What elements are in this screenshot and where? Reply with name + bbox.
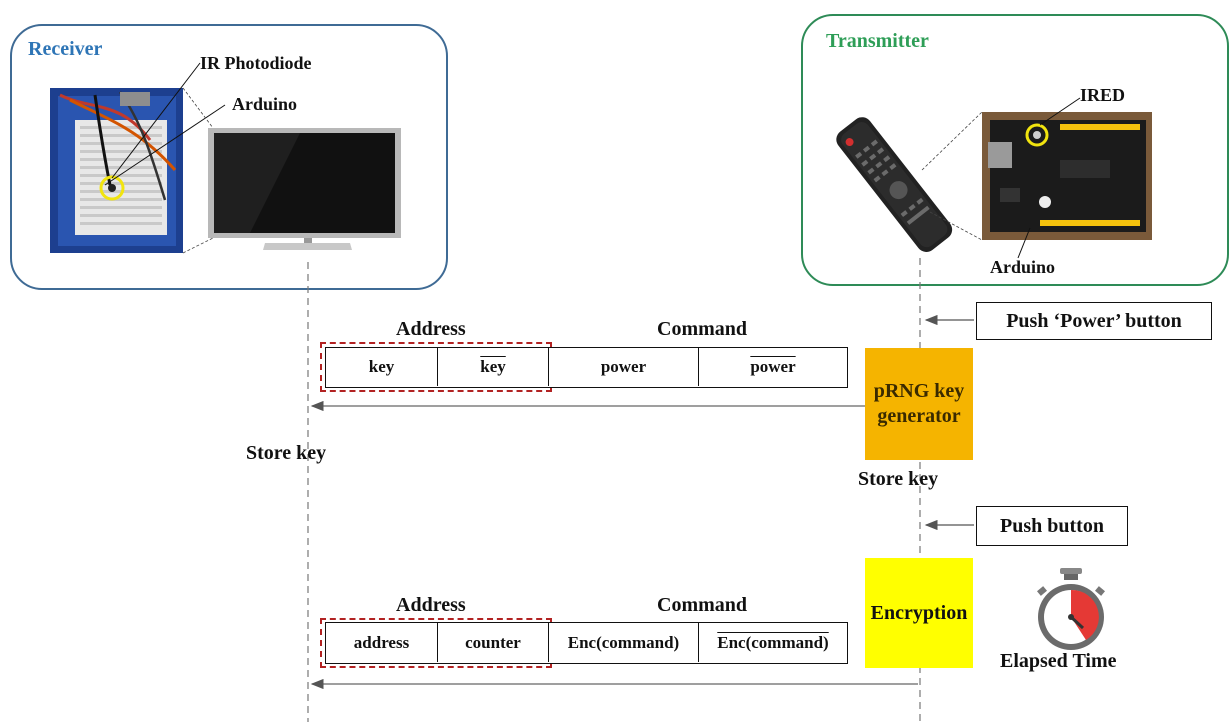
receiver-panel: [10, 24, 448, 290]
transmitter-title: Transmitter: [826, 30, 929, 52]
elapsed-time-label: Elapsed Time: [1000, 650, 1117, 672]
push-button-box: Push button: [976, 506, 1128, 546]
push-power-button-box: Push ‘Power’ button: [976, 302, 1212, 340]
encryption-label: Encryption: [870, 601, 968, 624]
frame2-packet: address counter Enc(command) Enc(command…: [325, 622, 848, 664]
frame1-command-label: Command: [657, 318, 748, 340]
stopwatch-icon: [1037, 568, 1105, 650]
frame1-cell-power: power: [548, 348, 698, 386]
prng-key-generator-box: pRNG key generator: [865, 348, 973, 460]
frame2-cell-enc-command: Enc(command): [548, 623, 698, 662]
frame2-command-label: Command: [657, 594, 748, 616]
encryption-box: Encryption: [865, 558, 973, 668]
frame2-cell-counter: counter: [437, 623, 548, 662]
transmitter-store-key-label: Store key: [858, 468, 939, 490]
frame2-address-label: Address: [396, 594, 466, 616]
prng-key-generator-label: pRNG key generator: [873, 380, 965, 427]
frame1-cell-power-inverted: power: [698, 348, 847, 386]
receiver-breadboard-photo: [50, 88, 183, 253]
transmitter-panel: [801, 14, 1229, 286]
frame1-cell-key-inverted: key: [437, 348, 548, 386]
receiver-store-key-label: Store key: [246, 442, 327, 464]
frame1-packet: key key power power: [325, 347, 848, 388]
receiver-title: Receiver: [28, 38, 103, 60]
receiver-arduino-callout: Arduino: [232, 94, 298, 114]
transmitter-arduino-callout: Arduino: [990, 257, 1056, 277]
frame1-address-label: Address: [396, 318, 466, 340]
ired-callout: IRED: [1080, 85, 1126, 105]
frame1-cell-key: key: [368, 357, 395, 376]
ir-photodiode-callout: IR Photodiode: [200, 53, 312, 73]
remote-control-icon: [836, 117, 953, 252]
transmitter-arduino-photo: [982, 112, 1152, 240]
television-icon: [208, 128, 401, 250]
frame2-cell-enc-command-inverted: Enc(command): [698, 623, 847, 662]
frame2-cell-address: address: [353, 632, 410, 652]
